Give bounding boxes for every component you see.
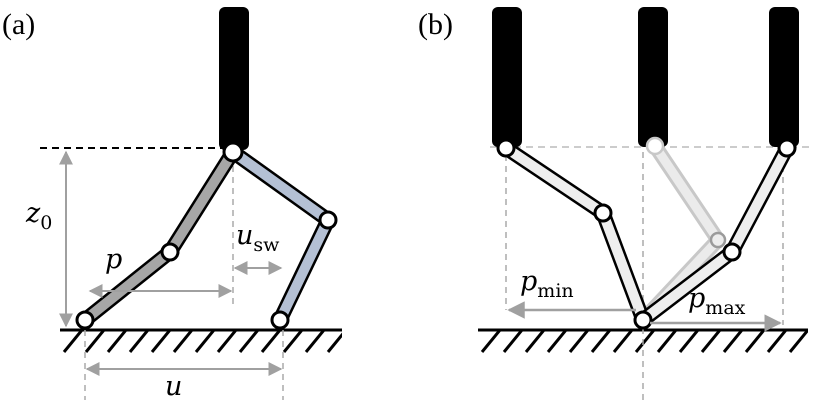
- torso-center: [638, 7, 668, 147]
- right-hip-joint: [777, 138, 797, 158]
- stance-knee-joint: [160, 242, 180, 262]
- shared-foot: [633, 310, 653, 330]
- faded-knee-joint: [709, 231, 727, 249]
- torso: [219, 7, 249, 150]
- panel-b: (b): [418, 7, 812, 405]
- left-hip-joint: [496, 138, 516, 158]
- torso-right: [769, 7, 799, 147]
- p-label: p: [105, 244, 122, 275]
- left-knee-joint: [593, 203, 613, 223]
- torso-left: [492, 7, 522, 147]
- right-knee-joint: [722, 242, 742, 262]
- z0-label: z0: [25, 198, 52, 234]
- panel-b-label: (b): [418, 8, 453, 41]
- swing-foot: [270, 310, 290, 330]
- usw-label: usw: [236, 220, 280, 256]
- swing-knee-joint: [318, 210, 338, 230]
- pmax-label: pmax: [688, 283, 746, 319]
- panel-a-label: (a): [2, 8, 35, 41]
- stance-foot: [75, 310, 95, 330]
- hip-joint: [222, 141, 244, 163]
- panel-a: (a): [2, 7, 342, 402]
- u-label: u: [165, 371, 182, 402]
- faded-hip-joint: [645, 136, 665, 156]
- ground-hatching-b: [480, 331, 808, 353]
- stance-leg: [77, 144, 241, 328]
- ground-hatching-a: [62, 331, 342, 353]
- pmin-label: pmin: [520, 266, 574, 302]
